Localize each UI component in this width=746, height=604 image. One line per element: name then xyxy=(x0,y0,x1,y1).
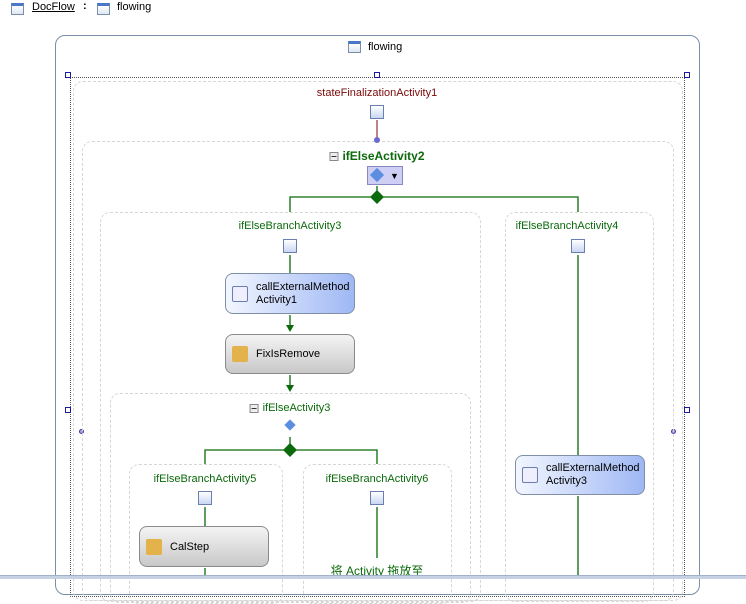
resize-handle[interactable] xyxy=(684,72,690,78)
state-icon xyxy=(97,3,110,15)
activity-label: callExternalMethod Activity3 xyxy=(546,462,640,487)
collapse-icon[interactable] xyxy=(329,152,339,162)
resize-handle[interactable] xyxy=(374,72,380,78)
call-external-method-activity-1[interactable]: callExternalMethod Activity1 xyxy=(225,273,355,314)
ifelse2-menu-button[interactable]: ▼ xyxy=(367,166,403,185)
sequence-icon xyxy=(198,491,212,505)
code-scroll-icon xyxy=(146,538,162,555)
ifelse3-title: ifElseActivity3 xyxy=(262,402,331,414)
call-method-icon xyxy=(232,285,248,302)
fix-is-remove-activity[interactable]: FixIsRemove xyxy=(225,334,355,374)
connector-dot xyxy=(374,137,380,143)
sequence-icon xyxy=(370,491,384,505)
ifelse2-title: ifElseActivity2 xyxy=(342,149,425,163)
branch-diamond xyxy=(283,443,297,457)
branch4-title: ifElseBranchActivity4 xyxy=(515,220,619,232)
resize-handle[interactable] xyxy=(684,407,690,413)
ifelse2-header: ifElseActivity2 xyxy=(329,149,425,163)
breadcrumb-docflow-link[interactable]: DocFlow xyxy=(32,1,75,13)
collapse-icon[interactable] xyxy=(249,403,259,413)
activity-label: FixIsRemove xyxy=(256,348,321,360)
dropdown-arrow-icon: ▼ xyxy=(390,171,399,181)
sequence-icon xyxy=(283,239,297,253)
activity-label: callExternalMethod Activity1 xyxy=(256,280,350,306)
code-scroll-icon xyxy=(232,346,248,362)
call-external-method-activity-3[interactable]: callExternalMethod Activity3 xyxy=(515,455,645,495)
call-method-icon xyxy=(522,467,538,483)
connection-point[interactable] xyxy=(79,429,84,434)
breadcrumb-separator: : xyxy=(83,0,87,12)
horizontal-scrollbar[interactable] xyxy=(0,575,746,579)
document-icon xyxy=(11,3,24,15)
connector-lines xyxy=(204,120,579,579)
drop-hint: 将 Activity 拖放至 xyxy=(330,564,424,578)
branch5-title: ifElseBranchActivity5 xyxy=(153,473,257,485)
branch-diamond xyxy=(370,190,384,204)
branch6-title: ifElseBranchActivity6 xyxy=(325,473,429,485)
resize-handle[interactable] xyxy=(65,72,71,78)
calstep-activity[interactable]: CalStep xyxy=(139,526,269,567)
state-icon xyxy=(348,41,361,53)
activity-label: CalStep xyxy=(170,540,210,553)
sequence-icon xyxy=(571,239,585,253)
finalization-icon xyxy=(370,105,384,119)
ifelse3-header: ifElseActivity3 xyxy=(249,402,331,414)
arrow-head xyxy=(286,385,294,392)
finalization-title: stateFinalizationActivity1 xyxy=(316,87,438,99)
arrow-head xyxy=(286,325,294,332)
resize-handle[interactable] xyxy=(65,407,71,413)
breadcrumb-current: flowing xyxy=(117,1,152,13)
state-title: flowing xyxy=(368,41,403,53)
branch3-title: ifElseBranchActivity3 xyxy=(238,220,342,232)
